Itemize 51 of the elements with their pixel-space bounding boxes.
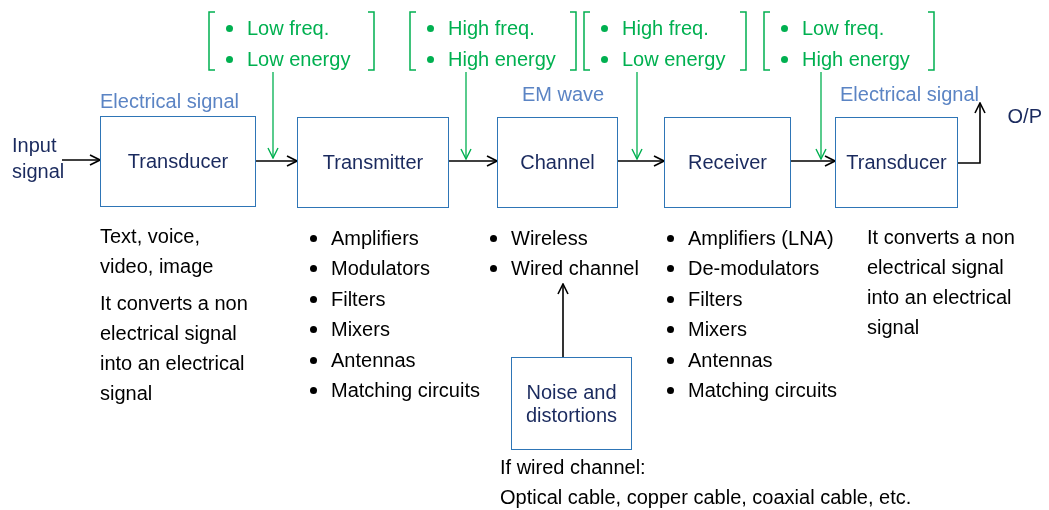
list-item: Filters [307,283,386,314]
arrow [557,283,569,358]
signal-label: Electrical signal [100,89,240,114]
bracketed-note [408,10,578,72]
arrow [267,71,279,159]
list-item: Amplifiers (LNA) [664,223,834,253]
process-box: Transducer [100,116,256,207]
bracketed-note [207,10,376,72]
description-text: Text, voice, video, image [100,224,215,279]
list-item: Low freq. [223,13,330,43]
arrow [957,102,986,164]
list-item: Low energy [598,44,726,74]
process-box: Channel [497,117,618,208]
arrow [460,71,472,160]
description-text: If wired channel: [500,455,647,480]
list-item: Matching circuits [307,375,480,405]
list-item: High energy [778,44,910,74]
arrow [617,155,665,167]
list-item: Modulators [307,253,430,284]
signal-label: EM wave [522,82,606,107]
list-item: Antennas [307,344,416,375]
list-item: Mixers [307,314,390,345]
process-box: Transducer [835,117,958,208]
list-item: Filters [664,283,743,314]
process-box: Transmitter [297,117,449,208]
arrow [61,154,101,166]
description-text: Optical cable, copper cable, coaxial cable, etc. [500,485,913,510]
list-item: Wireless [487,223,588,253]
description-text: It converts a non electrical signal into an electrical signal [867,225,1016,340]
arrow [255,155,298,167]
list-item: Low freq. [778,13,885,43]
list-item: Matching circuits [664,375,837,405]
list-item: High freq. [598,13,709,43]
list-item: Wired channel [487,253,639,284]
list-item: Amplifiers [307,223,419,253]
bracketed-note [582,10,748,72]
process-box: Receiver [664,117,791,208]
description-text: It converts a non electrical signal into an electrical signal [100,291,249,406]
process-box: Noise and distortions [511,357,632,450]
list-item: High energy [424,44,556,74]
arrow [815,71,827,160]
arrow [448,155,498,167]
arrow [790,155,836,167]
list-item: High freq. [424,13,535,43]
list-item: Antennas [664,344,773,375]
arrow [631,71,643,160]
bracketed-note [762,10,936,72]
list-item: De-modulators [664,253,820,284]
text-label: Input signal [12,132,62,188]
list-item: Mixers [664,314,747,345]
list-item: Low energy [223,44,351,74]
